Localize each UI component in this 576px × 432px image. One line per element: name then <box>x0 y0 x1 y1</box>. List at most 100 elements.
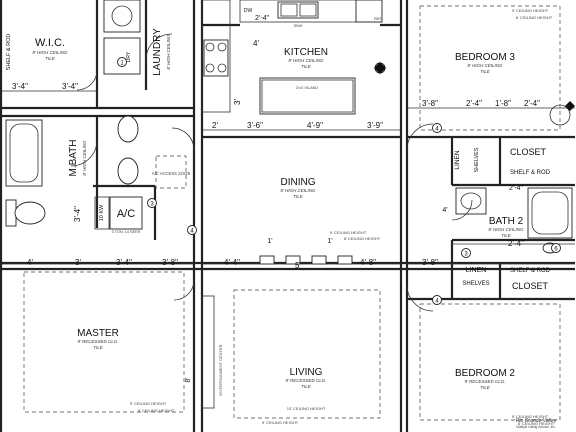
room-ceiling-living: 9' RECESSED CLG. <box>285 378 326 383</box>
room-floor-bath2: TILE <box>501 233 512 238</box>
linen-label-top: LINEN <box>454 150 461 169</box>
ceiling-height-dining: 9' CEILING HEIGHT <box>330 230 367 235</box>
shelves-label-bottom: SHELVES <box>462 281 489 287</box>
room-name-kitchen: KITCHEN <box>284 47 328 58</box>
callouts: 1 3 4 4 6 3 4 <box>117 57 561 305</box>
shelf-rod-label-top: SHELF & ROD <box>510 170 551 176</box>
fan-icon-kitchen <box>374 62 386 74</box>
kw-label: 10 KW <box>99 204 105 221</box>
room-ceiling-kitchen: 8' HIGH CEILING <box>288 58 324 63</box>
shelves-label-top: SHELVES <box>474 147 480 172</box>
room-ceiling-wic: 8' HIGH CEILING <box>32 50 68 55</box>
shelf-rod-label-bottom: SHELF & ROD <box>510 268 551 274</box>
ac-label: A/C <box>117 208 135 220</box>
ac-size-label: 3 TON, 14 SEER <box>112 230 141 234</box>
callout-1: 1 <box>120 61 124 67</box>
dryer-label: DRY <box>126 51 132 62</box>
room-name-bath2: BATH 2 <box>489 216 524 227</box>
room-name-wic: W.I.C. <box>35 37 65 49</box>
room-name-bedroom2: BEDROOM 2 <box>455 368 515 379</box>
dim-top-left-2: 3'-4" <box>62 82 78 91</box>
misc-labels: SHELF & ROD CLOSET SHELF & ROD LINEN SHE… <box>6 8 557 429</box>
dishwasher-label: DW <box>244 8 253 14</box>
dim-kitchen-36: 3'-6" <box>247 121 263 130</box>
room-name-living: LIVING <box>290 367 323 378</box>
room-floor-kitchen: TILE <box>301 64 312 69</box>
room-ceiling-laundry: 8' HIGH CEILING <box>166 34 171 70</box>
ceiling-height-living-2: 9' CEILING HEIGHT <box>262 420 299 425</box>
fixtures <box>5 0 573 409</box>
room-ceiling-bath2: 8' HIGH CEILING <box>488 227 524 232</box>
ceiling-height-living: 10' CEILING HEIGHT <box>287 406 326 411</box>
dim-kitchen-2: 2' <box>212 121 218 130</box>
dim-dining-48: 4'-8" <box>360 258 376 267</box>
doors <box>70 33 473 312</box>
ceiling-height-bed3: 9' CEILING HEIGHT <box>512 8 549 13</box>
dim-kitchen-4: 4' <box>253 39 259 48</box>
closet-label-top: CLOSET <box>510 147 547 157</box>
dim-dining-1: 1' <box>267 238 272 245</box>
dim-dining-44: 4'-4" <box>224 258 240 267</box>
dim-bed3-24b: 2'-4" <box>524 99 540 108</box>
room-floor-bedroom3: TILE <box>480 69 491 74</box>
logo-main-text: Rio Grande Valley <box>516 418 557 424</box>
dim-bath2-38: 3'-8" <box>422 258 438 267</box>
callout-6: 6 <box>554 247 558 253</box>
fridge-label: REF <box>374 16 383 21</box>
dim-bed3-24: 2'-4" <box>466 99 482 108</box>
room-floor-dining: TILE <box>293 194 304 199</box>
dim-mbath-34: 3'-4" <box>73 206 82 222</box>
dim-master-8: 8' <box>185 377 192 382</box>
ceiling-outlines <box>23 5 561 421</box>
ceiling-height-bed3-2: 8' CEILING HEIGHT <box>516 15 553 20</box>
shelf-rod-wic: SHELF & ROD <box>6 34 12 71</box>
dim-bed3-18: 1'-8" <box>495 99 511 108</box>
room-name-master: MASTER <box>77 328 119 339</box>
room-ceiling-dining: 8' HIGH CEILING <box>280 188 316 193</box>
callout-4b: 4 <box>435 299 439 305</box>
ac-access-label: A/C ACCESS 22X25 <box>152 171 191 176</box>
ceiling-fans <box>374 62 575 111</box>
dim-bath2-4: 4' <box>442 207 447 214</box>
ceiling-height-dining-2: 8' CEILING HEIGHT <box>344 236 381 241</box>
dim-bath2-24b: 2'-4" <box>509 185 523 192</box>
dim-top-left: 3'-4" <box>12 82 28 91</box>
dim-master-4: 4' <box>27 258 33 267</box>
dim-bed3-38: 3'-8" <box>422 99 438 108</box>
dim-dining-5: 5' <box>295 261 301 270</box>
room-floor-bedroom2: TILE <box>480 385 491 390</box>
room-ceiling-mbath: 8' HIGH CEILING <box>82 140 87 176</box>
dim-bath2-24: 2'-4" <box>508 239 524 248</box>
dim-kitchen-24: 2'-4" <box>255 15 269 22</box>
callout-3b: 3 <box>464 252 468 258</box>
ceiling-height-master-2: 8' CEILING HEIGHT <box>138 408 175 413</box>
room-name-bedroom3: BEDROOM 3 <box>455 52 515 63</box>
dim-kitchen-3: 3' <box>233 99 242 105</box>
dimensions: 3'-4" 3'-4" 2' 3'-6" 4'-9" 3'-9" 3' 4' 2… <box>12 15 540 383</box>
room-name-mbath: M.BATH <box>68 139 79 176</box>
ceiling-height-master: 9' CEILING HEIGHT <box>130 401 167 406</box>
logo-sub-text: Multiple Listing Service, Inc. <box>516 425 556 429</box>
callout-4c: 4 <box>190 229 194 235</box>
room-ceiling-master: 9' RECESSED CLG. <box>77 339 118 344</box>
room-name-laundry: LAUNDRY <box>152 28 163 76</box>
callout-4: 4 <box>435 127 439 133</box>
linen-label-bottom: LINEN <box>466 267 487 274</box>
dim-master-34: 3'-4" <box>116 258 132 267</box>
room-floor-living: TILE <box>301 384 312 389</box>
dim-master-3: 3' <box>75 258 81 267</box>
sink-label: SINK <box>294 24 303 28</box>
room-labels: W.I.C. 8' HIGH CEILING TILE LAUNDRY 8' H… <box>32 28 524 390</box>
entertainment-center-label: ENTERTAINMENT CENTER <box>218 344 223 395</box>
dim-kitchen-49: 4'-9" <box>307 121 323 130</box>
dim-master-38: 3'-8" <box>162 258 178 267</box>
room-floor-wic: TILE <box>45 56 56 61</box>
dim-kitchen-39: 3'-9" <box>367 121 383 130</box>
room-ceiling-bedroom3: 8' HIGH CEILING <box>467 63 503 68</box>
closet-label-bottom: CLOSET <box>512 281 549 291</box>
room-floor-master: TILE <box>93 345 104 350</box>
dim-dining-1b: 1' <box>327 238 332 245</box>
ceiling-height-bed2-2: 8' CEILING HEIGHT <box>518 421 555 426</box>
